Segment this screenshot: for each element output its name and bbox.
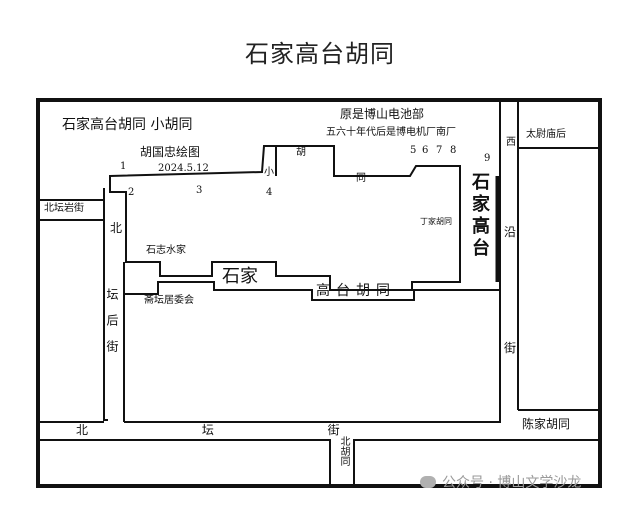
- street-north-left: 北坛岩街: [44, 203, 84, 214]
- street-tanhoujie-v: 坛后街: [105, 288, 119, 366]
- street-west-v: 西: [506, 137, 516, 148]
- point-8: 8: [450, 145, 457, 156]
- street-taiweimiaohou: 太尉庙后: [526, 129, 566, 140]
- street-small-hu: 胡: [296, 147, 306, 158]
- point-3: 3: [196, 185, 203, 196]
- bottom-road-line2: [353, 439, 602, 484]
- map-note-line1: 原是博山电池部: [340, 107, 425, 121]
- bottom-road-line: [40, 439, 331, 484]
- street-gaotai-hutong: 高台胡同: [316, 283, 396, 299]
- label-dingjia-hutong: 丁家胡同: [420, 217, 452, 226]
- label-shijia: 石家: [222, 266, 258, 287]
- street-small-tong: 同: [356, 173, 366, 184]
- inner-small-block: [264, 145, 277, 176]
- label-zhaitan-juweihui: 斋坛居委会: [144, 295, 194, 306]
- wechat-icon: [420, 476, 436, 488]
- point-4: 4: [266, 187, 273, 198]
- left-block-outline: [103, 188, 108, 421]
- street-chenjia-hutong: 陈家胡同: [522, 417, 571, 431]
- point-5: 5: [410, 145, 417, 156]
- street-shijia-gaotai-v: 石家高台: [469, 172, 490, 260]
- point-7: 7: [436, 145, 443, 156]
- map-author: 胡国忠绘图: [140, 145, 201, 159]
- street-yan-v1: 沿: [504, 225, 517, 239]
- point-2: 2: [128, 187, 135, 198]
- street-yan-v2: 街: [504, 341, 517, 355]
- label-shizhishuijia: 石志水家: [146, 245, 186, 256]
- map-date: 2024.5.12: [158, 163, 209, 174]
- street-bei-v1: 北: [110, 221, 123, 235]
- street-bei-hutong-v: 北胡同: [338, 436, 349, 466]
- point-1: 1: [120, 161, 127, 172]
- street-beitan-bottom: 北 坛 街: [76, 423, 340, 437]
- watermark-text: 公众号 · 博山文学沙龙: [442, 475, 582, 491]
- map-note-line2: 五六十年代后是博电机厂南厂: [326, 127, 456, 138]
- page-title: 石家高台胡同: [245, 40, 395, 68]
- watermark: 公众号 · 博山文学沙龙: [420, 472, 581, 492]
- map-heading: 石家高台胡同 小胡同: [62, 117, 193, 133]
- point-6: 6: [422, 145, 429, 156]
- point-9: 9: [484, 153, 491, 164]
- label-xiao: 小: [264, 167, 274, 178]
- hutong-block-outline: [109, 145, 461, 291]
